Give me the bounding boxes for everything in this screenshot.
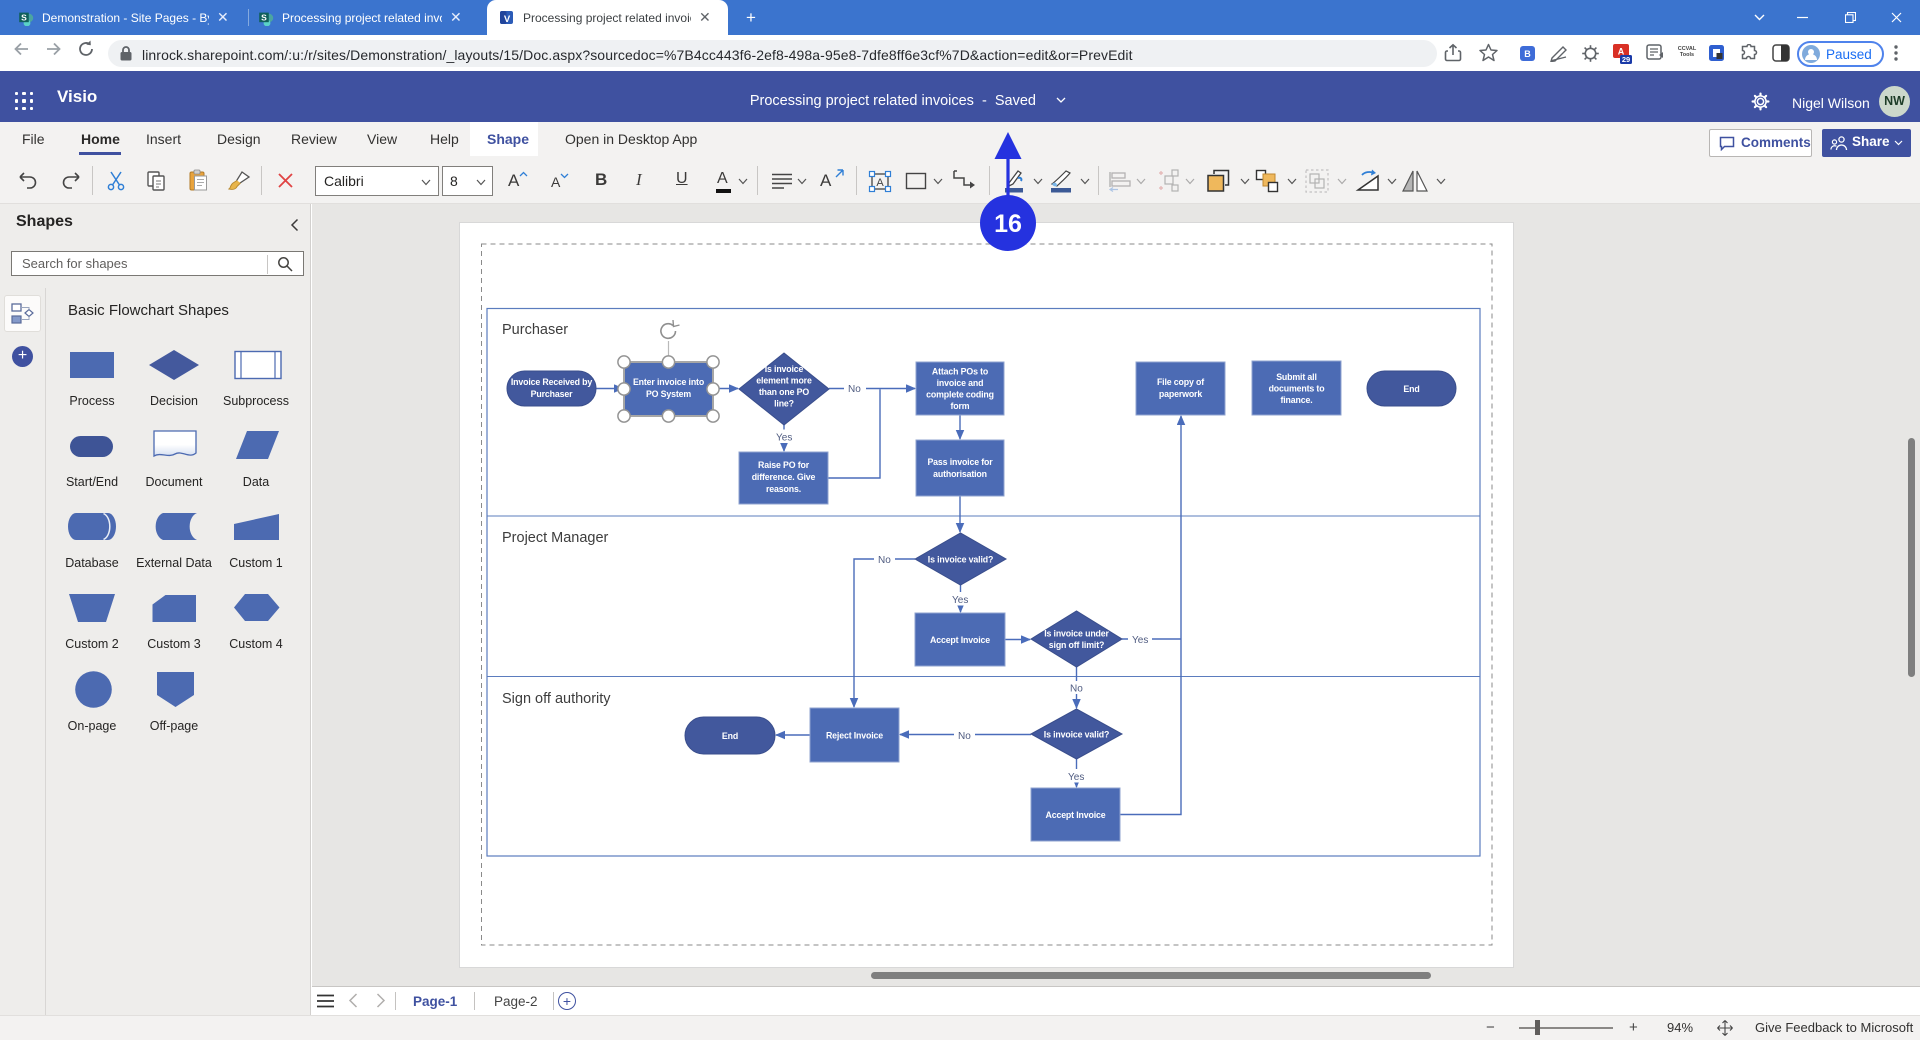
svg-text:Yes: Yes	[1132, 635, 1148, 646]
svg-text:Pass invoice for: Pass invoice for	[927, 457, 993, 467]
svg-text:than one PO: than one PO	[759, 387, 809, 397]
svg-text:Is invoice: Is invoice	[765, 364, 804, 374]
svg-text:finance.: finance.	[1280, 395, 1312, 405]
svg-text:Reject Invoice: Reject Invoice	[826, 731, 883, 741]
svg-text:Invoice Received by: Invoice Received by	[511, 377, 593, 387]
svg-text:reasons.: reasons.	[766, 484, 801, 494]
svg-text:difference. Give: difference. Give	[752, 472, 816, 482]
svg-text:Is invoice under: Is invoice under	[1044, 629, 1109, 639]
svg-text:Yes: Yes	[1068, 772, 1084, 783]
svg-text:paperwork: paperwork	[1159, 389, 1202, 399]
svg-text:S: S	[261, 12, 267, 22]
svg-text:No: No	[878, 555, 891, 566]
svg-text:V: V	[504, 13, 511, 24]
svg-text:Raise PO for: Raise PO for	[758, 460, 810, 470]
svg-text:Accept Invoice: Accept Invoice	[1046, 810, 1106, 820]
svg-text:Yes: Yes	[952, 595, 968, 606]
svg-text:invoice and: invoice and	[937, 378, 984, 388]
svg-text:29: 29	[1622, 55, 1630, 64]
svg-text:element more: element more	[756, 376, 812, 386]
svg-text:S: S	[21, 12, 27, 22]
svg-text:Submit all: Submit all	[1276, 372, 1317, 382]
svg-text:16: 16	[994, 210, 1022, 238]
svg-text:Is invoice valid?: Is invoice valid?	[928, 555, 993, 565]
svg-text:End: End	[722, 731, 738, 741]
svg-text:A: A	[876, 177, 884, 189]
svg-text:A: A	[1618, 47, 1625, 57]
svg-text:Yes: Yes	[776, 433, 792, 444]
svg-text:No: No	[1070, 684, 1083, 695]
svg-text:documents to: documents to	[1269, 384, 1326, 394]
svg-text:Purchaser: Purchaser	[531, 389, 573, 399]
svg-text:End: End	[1403, 384, 1419, 394]
svg-text:No: No	[848, 384, 861, 395]
svg-text:Purchaser: Purchaser	[502, 322, 568, 338]
svg-text:complete coding: complete coding	[926, 390, 994, 400]
svg-text:Attach POs to: Attach POs to	[932, 367, 989, 377]
svg-text:No: No	[958, 731, 971, 742]
svg-text:Is invoice valid?: Is invoice valid?	[1044, 730, 1109, 740]
svg-text:sign off limit?: sign off limit?	[1049, 640, 1104, 650]
svg-text:line?: line?	[774, 399, 794, 409]
svg-text:Sign off authority: Sign off authority	[502, 691, 611, 707]
svg-text:Project Manager: Project Manager	[502, 530, 609, 546]
svg-text:Accept Invoice: Accept Invoice	[930, 635, 990, 645]
svg-text:File copy of: File copy of	[1157, 377, 1204, 387]
svg-text:B: B	[1524, 49, 1531, 59]
svg-text:Enter invoice into: Enter invoice into	[633, 377, 705, 387]
svg-text:authorisation: authorisation	[933, 469, 987, 479]
svg-text:PO System: PO System	[646, 389, 691, 399]
svg-text:form: form	[951, 401, 970, 411]
